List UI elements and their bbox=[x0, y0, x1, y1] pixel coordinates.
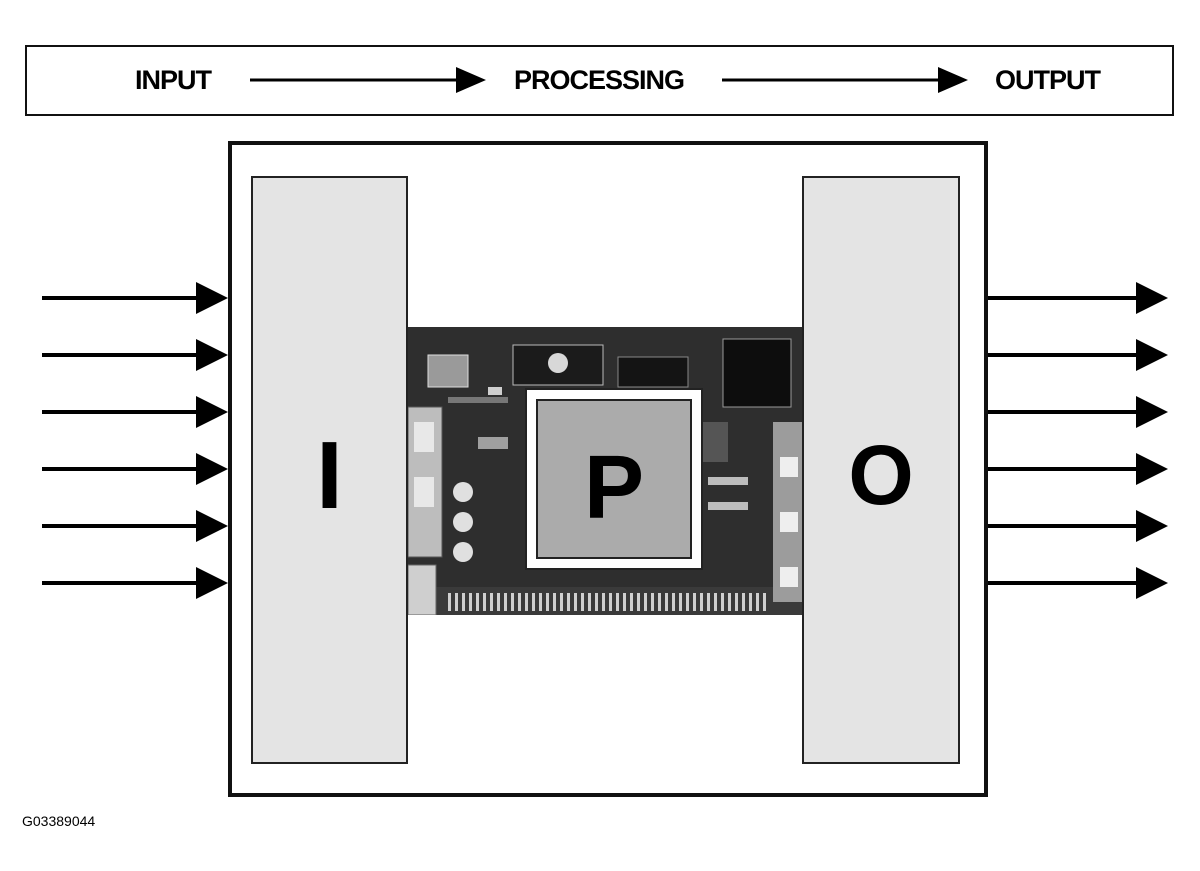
input-arrows bbox=[42, 282, 228, 599]
output-signal-arrow-3 bbox=[988, 396, 1168, 428]
output-panel: O bbox=[802, 176, 960, 764]
input-signal-arrow-2 bbox=[42, 339, 228, 371]
output-signal-arrow-6 bbox=[988, 567, 1168, 599]
connector-pins bbox=[448, 593, 766, 611]
output-stage-label: OUTPUT bbox=[995, 65, 1101, 95]
figure-id: G03389044 bbox=[22, 813, 96, 829]
input-signal-arrow-5 bbox=[42, 510, 228, 542]
flow-banner: INPUT PROCESSING OUTPUT bbox=[25, 45, 1174, 116]
output-signal-arrow-4 bbox=[988, 453, 1168, 485]
processor-chip: P bbox=[525, 388, 703, 570]
output-signal-arrow-1 bbox=[988, 282, 1168, 314]
input-panel: I bbox=[251, 176, 408, 764]
output-letter: O bbox=[848, 428, 914, 522]
input-letter: I bbox=[316, 422, 343, 529]
banner-arrow-processing-to-output bbox=[722, 67, 968, 93]
input-signal-arrow-3 bbox=[42, 396, 228, 428]
processor-core: P bbox=[536, 399, 692, 559]
output-arrows bbox=[988, 282, 1168, 599]
input-stage-label: INPUT bbox=[135, 65, 212, 95]
input-signal-arrow-4 bbox=[42, 453, 228, 485]
output-signal-arrow-5 bbox=[988, 510, 1168, 542]
input-signal-arrow-1 bbox=[42, 282, 228, 314]
output-signal-arrow-2 bbox=[988, 339, 1168, 371]
processing-stage-label: PROCESSING bbox=[514, 65, 685, 95]
processing-letter: P bbox=[583, 438, 645, 538]
banner-arrow-input-to-processing bbox=[250, 67, 486, 93]
input-signal-arrow-6 bbox=[42, 567, 228, 599]
